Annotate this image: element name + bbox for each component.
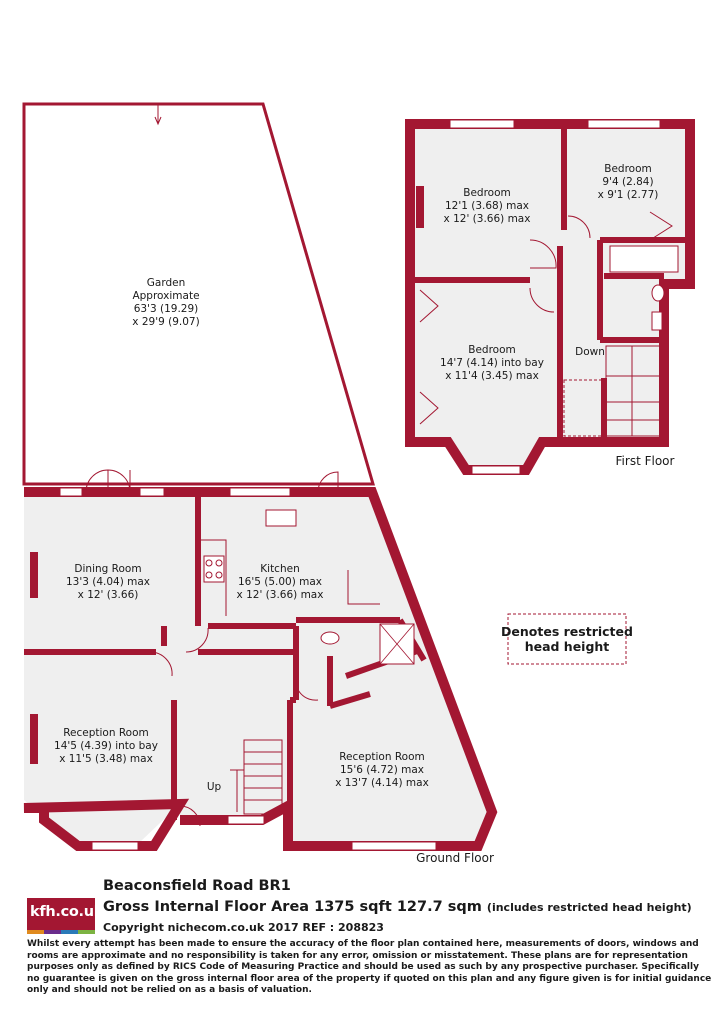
floor-area-note: (includes restricted head height): [486, 901, 692, 914]
dining-room-label: Dining Room 13'3 (4.04) max x 12' (3.66): [66, 563, 150, 601]
bedroom-2-label: Bedroom 9'4 (2.84) x 9'1 (2.77): [598, 163, 659, 201]
bedroom-1-label: Bedroom 12'1 (3.68) max x 12' (3.66) max: [444, 187, 531, 225]
bedroom-3-label: Bedroom 14'7 (4.14) into bay x 11'4 (3.4…: [440, 344, 544, 382]
reception-room-1-label: Reception Room 14'5 (4.39) into bay x 11…: [54, 727, 158, 765]
stairs-up-label: Up: [207, 781, 222, 793]
svg-text:x 11'5 (3.48) max: x 11'5 (3.48) max: [59, 753, 153, 765]
svg-text:x 13'7 (4.14) max: x 13'7 (4.14) max: [335, 777, 429, 789]
svg-text:Reception Room: Reception Room: [339, 751, 425, 763]
svg-text:16'5 (5.00) max: 16'5 (5.00) max: [238, 576, 322, 588]
svg-text:Bedroom: Bedroom: [604, 163, 652, 175]
first-floor: [405, 119, 695, 475]
svg-text:14'7 (4.14) into bay: 14'7 (4.14) into bay: [440, 357, 544, 369]
svg-text:63'3 (19.29): 63'3 (19.29): [134, 303, 199, 315]
ground-floor-label: Ground Floor: [416, 851, 494, 865]
floor-area: Gross Internal Floor Area 1375 sqft 127.…: [103, 899, 692, 915]
svg-text:12'1 (3.68) max: 12'1 (3.68) max: [445, 200, 529, 212]
svg-text:Reception Room: Reception Room: [63, 727, 149, 739]
svg-text:15'6 (4.72) max: 15'6 (4.72) max: [340, 764, 424, 776]
svg-text:x 11'4 (3.45) max: x 11'4 (3.45) max: [445, 370, 539, 382]
svg-text:Dining Room: Dining Room: [74, 563, 141, 575]
svg-text:9'4 (2.84): 9'4 (2.84): [602, 176, 653, 188]
stairs-down-label: Down: [575, 346, 605, 358]
svg-text:Garden: Garden: [147, 277, 185, 289]
kfh-logo: kfh.co.uk: [27, 898, 103, 934]
restricted-height-legend: [507, 613, 627, 665]
svg-text:x 9'1 (2.77): x 9'1 (2.77): [598, 189, 659, 201]
restricted-legend-line2: head height: [525, 639, 610, 654]
svg-text:Approximate: Approximate: [132, 290, 199, 302]
restricted-legend-line1: Denotes restricted: [501, 624, 633, 639]
svg-text:14'5 (4.39) into bay: 14'5 (4.39) into bay: [54, 740, 158, 752]
svg-text:x 12' (3.66) max: x 12' (3.66) max: [237, 589, 324, 601]
svg-text:Bedroom: Bedroom: [463, 187, 511, 199]
svg-text:x 29'9 (9.07): x 29'9 (9.07): [132, 316, 199, 328]
floor-plan: Garden Approximate 63'3 (19.29) x 29'9 (…: [22, 102, 695, 865]
svg-text:x 12' (3.66): x 12' (3.66): [78, 589, 139, 601]
kitchen-label: Kitchen 16'5 (5.00) max x 12' (3.66) max: [237, 563, 324, 601]
disclaimer: Whilst every attempt has been made to en…: [27, 939, 712, 995]
garden-boundary: [22, 102, 375, 486]
svg-text:Bedroom: Bedroom: [468, 344, 516, 356]
ground-floor: [23, 469, 498, 851]
property-address: Beaconsfield Road BR1: [103, 878, 291, 894]
svg-text:13'3 (4.04) max: 13'3 (4.04) max: [66, 576, 150, 588]
copyright: Copyright nichecom.co.uk 2017 REF : 2088…: [103, 921, 384, 934]
svg-text:x 12' (3.66) max: x 12' (3.66) max: [444, 213, 531, 225]
first-floor-label: First Floor: [616, 454, 675, 468]
garden-label: Garden Approximate 63'3 (19.29) x 29'9 (…: [132, 277, 199, 328]
reception-room-2-label: Reception Room 15'6 (4.72) max x 13'7 (4…: [335, 751, 429, 789]
svg-text:Kitchen: Kitchen: [260, 563, 299, 575]
